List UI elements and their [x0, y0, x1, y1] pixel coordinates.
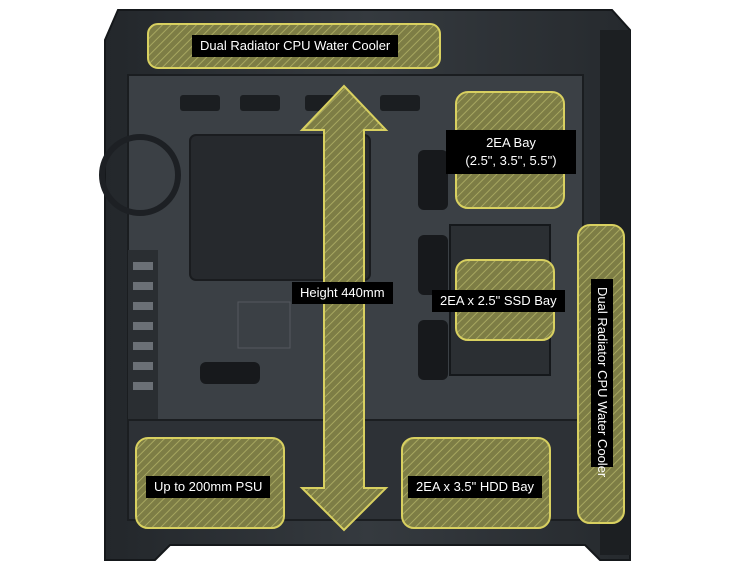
label-hdd-bay: 2EA x 3.5" HDD Bay — [408, 476, 543, 498]
expansion-slots — [128, 250, 158, 420]
label-2ea-bay: 2EA Bay (2.5", 3.5", 5.5") — [446, 130, 576, 174]
label-radiator-side: Dual Radiator CPU Water Cooler — [591, 279, 613, 477]
height-arrow-icon — [299, 84, 389, 532]
label-height: Height 440mm — [292, 282, 393, 304]
label-2ea-bay-sizes: (2.5", 3.5", 5.5") — [465, 153, 557, 168]
label-radiator-top: Dual Radiator CPU Water Cooler — [192, 35, 399, 57]
atx-marking — [237, 301, 291, 349]
label-ssd-bay: 2EA x 2.5" SSD Bay — [432, 290, 565, 312]
label-psu: Up to 200mm PSU — [146, 476, 271, 498]
rear-fan — [99, 134, 181, 216]
label-2ea-bay-title: 2EA Bay — [486, 135, 536, 150]
cable-grommets — [200, 150, 448, 384]
